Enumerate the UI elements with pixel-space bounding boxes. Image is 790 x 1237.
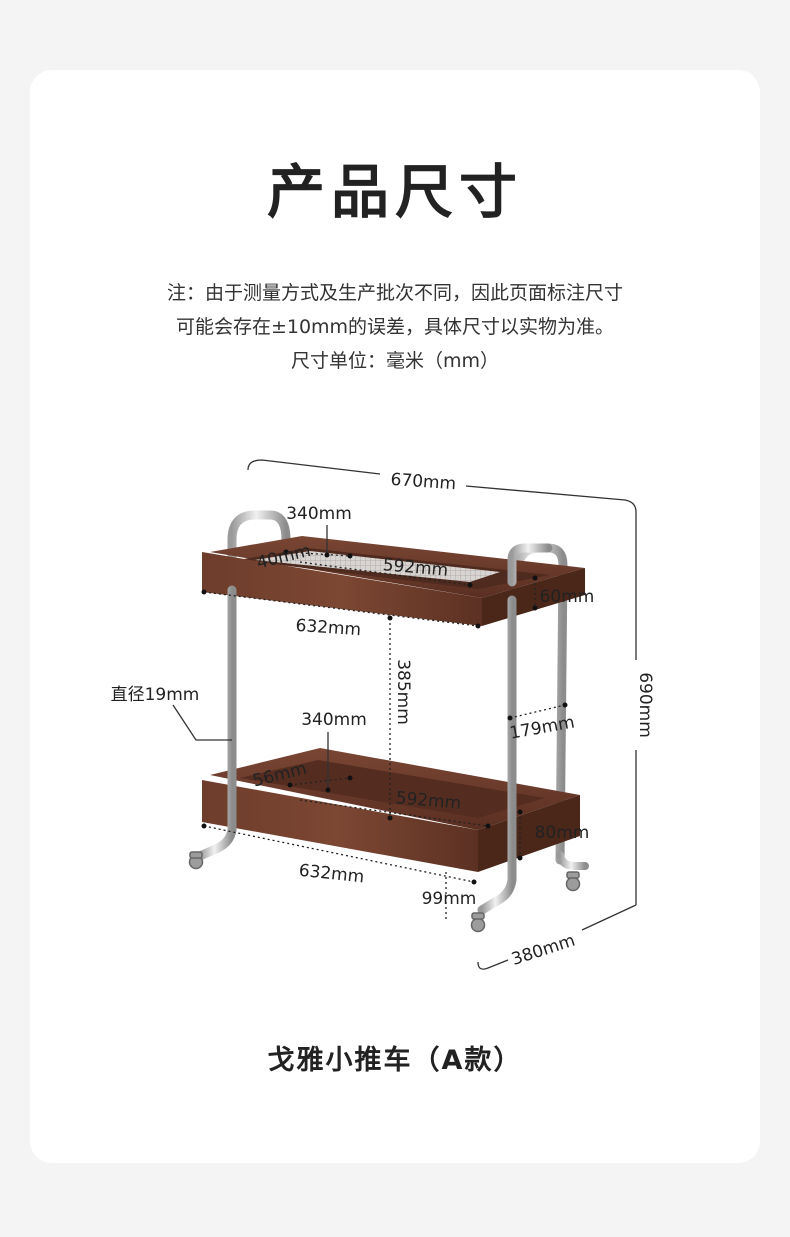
product-caption: 戈雅小推车（A款） (267, 1045, 523, 1076)
ground-clearance-label: 99mm (422, 889, 477, 909)
dimension-lines (172, 459, 637, 970)
dimension-labels: 670mm 690mm 380mm 340mm 40mm 592mm 60mm … (111, 470, 655, 970)
top-tray-length-label: 632mm (295, 616, 362, 641)
top-tray-height-label: 60mm (540, 587, 595, 607)
note-line-3: 尺寸单位：毫米（mm） (290, 350, 500, 372)
dimension-dots (201, 549, 568, 885)
front-left-leg (195, 585, 237, 861)
overall-depth-label: 380mm (509, 931, 578, 970)
top-inner-depth-label: 340mm (286, 504, 352, 524)
caster-wheels (188, 851, 581, 933)
bottom-tray-height-label: 80mm (535, 823, 590, 843)
measurement-notes: 注：由于测量方式及生产批次不同，因此页面标注尺寸 可能会存在±10mm的误差，具… (0, 276, 790, 378)
top-tray (202, 536, 585, 626)
tier-gap-label: 385mm (393, 659, 413, 725)
dotted-guides (203, 551, 566, 922)
page-title: 产品尺寸 (266, 158, 523, 226)
bottom-tray-length-label: 632mm (298, 861, 365, 888)
bottom-inner-depth-label: 340mm (301, 710, 367, 730)
note-line-2: 可能会存在±10mm的误差，具体尺寸以实物为准。 (175, 316, 615, 338)
back-left-frame (227, 510, 291, 758)
bottom-tray (202, 748, 580, 872)
overall-width-label: 670mm (390, 470, 457, 495)
front-right-frame (477, 543, 589, 915)
tube-diameter-label: 直径19mm (111, 685, 200, 705)
content-card (30, 70, 760, 1163)
side-depth-label: 179mm (508, 713, 576, 744)
overall-height-label: 690mm (635, 672, 655, 738)
note-line-1: 注：由于测量方式及生产批次不同，因此页面标注尺寸 (166, 282, 623, 304)
